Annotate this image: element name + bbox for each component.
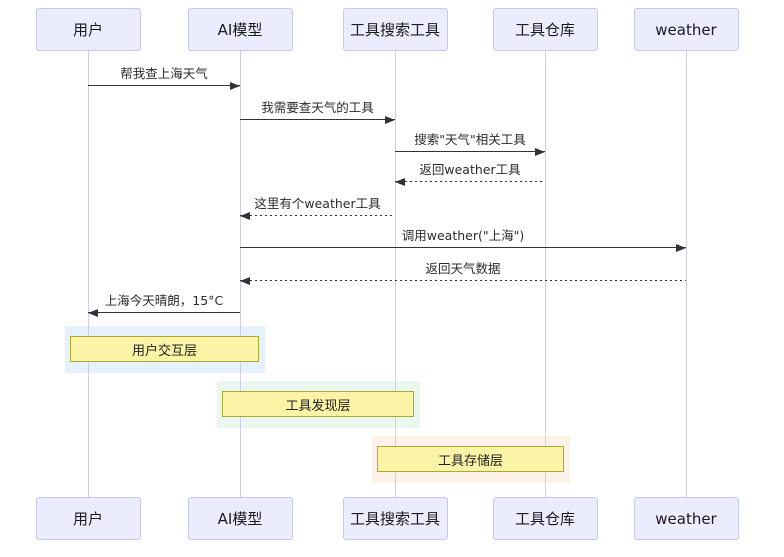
actor-weather-top: weather <box>633 8 739 51</box>
lifeline-ai <box>239 51 241 497</box>
layer-note-tool-discovery-layer: 工具发现层 <box>222 391 414 417</box>
message-8-label: 上海今天晴朗，15°C <box>104 293 224 308</box>
message-5-line <box>240 215 395 216</box>
lifeline-search <box>394 51 396 497</box>
message-5-label: 这里有个weather工具 <box>254 196 381 211</box>
actor-ai-top: AI模型 <box>187 8 293 51</box>
layer-note-user-interaction-layer: 用户交互层 <box>70 336 259 362</box>
layer-note-tool-storage-layer: 工具存储层 <box>377 446 564 472</box>
message-3-label: 搜索"天气"相关工具 <box>414 132 526 147</box>
actor-weather-bottom: weather <box>633 497 739 540</box>
message-4-arrowhead-icon <box>395 177 405 186</box>
message-8-arrowhead-icon <box>88 308 98 317</box>
message-8-line <box>88 312 240 313</box>
message-2-label: 我需要查天气的工具 <box>261 100 374 115</box>
actor-user-top: 用户 <box>35 8 141 51</box>
lifeline-repo <box>544 51 546 497</box>
actor-repo-bottom: 工具仓库 <box>492 497 598 540</box>
message-1-label: 帮我查上海天气 <box>120 66 208 81</box>
message-1-line <box>88 85 240 86</box>
actor-search-top: 工具搜索工具 <box>342 8 448 51</box>
message-6-line <box>240 247 686 248</box>
message-3-line <box>395 151 545 152</box>
message-7-label: 返回天气数据 <box>425 261 501 276</box>
message-2-line <box>240 119 395 120</box>
actor-search-bottom: 工具搜索工具 <box>342 497 448 540</box>
message-7-line <box>240 280 686 281</box>
message-3-arrowhead-icon <box>535 147 545 156</box>
message-4-line <box>395 181 545 182</box>
message-5-arrowhead-icon <box>240 211 250 220</box>
message-4-label: 返回weather工具 <box>419 162 521 177</box>
message-6-arrowhead-icon <box>676 243 686 252</box>
message-6-label: 调用weather("上海") <box>401 228 525 243</box>
actor-repo-top: 工具仓库 <box>492 8 598 51</box>
actor-user-bottom: 用户 <box>35 497 141 540</box>
lifeline-weather <box>685 51 687 497</box>
actor-ai-bottom: AI模型 <box>187 497 293 540</box>
message-7-arrowhead-icon <box>240 276 250 285</box>
lifeline-user <box>87 51 89 497</box>
message-2-arrowhead-icon <box>385 115 395 124</box>
message-1-arrowhead-icon <box>230 81 240 90</box>
